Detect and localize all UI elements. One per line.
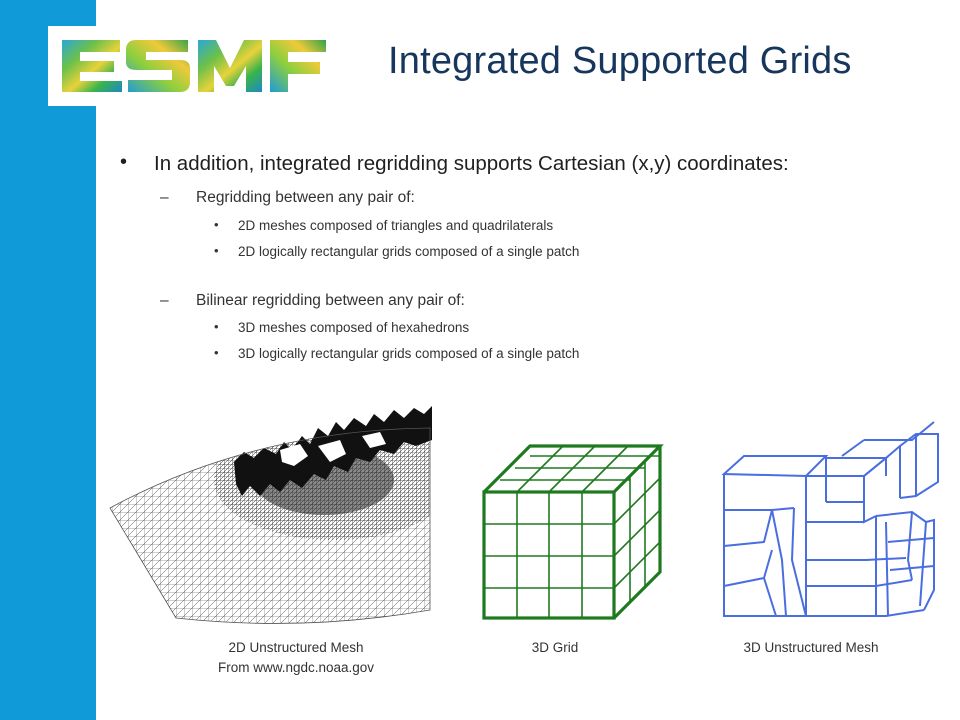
figure-caption-3d-grid: 3D Grid bbox=[531, 640, 579, 655]
list-item-text: 2D logically rectangular grids composed … bbox=[238, 244, 580, 259]
list-item-text: 3D meshes composed of hexahedrons bbox=[238, 320, 470, 335]
esmf-logo-graphic bbox=[62, 40, 326, 92]
slide-title: Integrated Supported Grids bbox=[388, 40, 852, 82]
2d-unstructured-mesh-figure bbox=[109, 406, 432, 624]
bullet-marker: • bbox=[120, 151, 128, 173]
main-bullet-text: In addition, integrated regridding suppo… bbox=[154, 152, 789, 175]
esmf-logo bbox=[48, 26, 338, 106]
3d-unstructured-mesh-figure bbox=[721, 421, 939, 617]
figure-source: From www.ngdc.noaa.gov bbox=[217, 660, 375, 675]
group-heading-text: Bilinear regridding between any pair of: bbox=[196, 292, 465, 309]
bullet-marker: • bbox=[214, 217, 219, 232]
figure-caption-2d-mesh: 2D Unstructured Mesh bbox=[228, 640, 364, 655]
3d-grid-figure bbox=[482, 444, 664, 620]
list-item-text: 3D logically rectangular grids composed … bbox=[238, 346, 580, 361]
figure-caption-3d-mesh: 3D Unstructured Mesh bbox=[743, 640, 879, 655]
list-item-text: 2D meshes composed of triangles and quad… bbox=[238, 218, 554, 233]
dash-marker: – bbox=[160, 189, 169, 206]
bullet-marker: • bbox=[214, 243, 219, 258]
dash-marker: – bbox=[160, 292, 169, 309]
bullet-marker: • bbox=[214, 345, 219, 360]
sidebar-band bbox=[0, 0, 96, 720]
bullet-marker: • bbox=[214, 319, 219, 334]
group-heading-text: Regridding between any pair of: bbox=[196, 189, 415, 206]
